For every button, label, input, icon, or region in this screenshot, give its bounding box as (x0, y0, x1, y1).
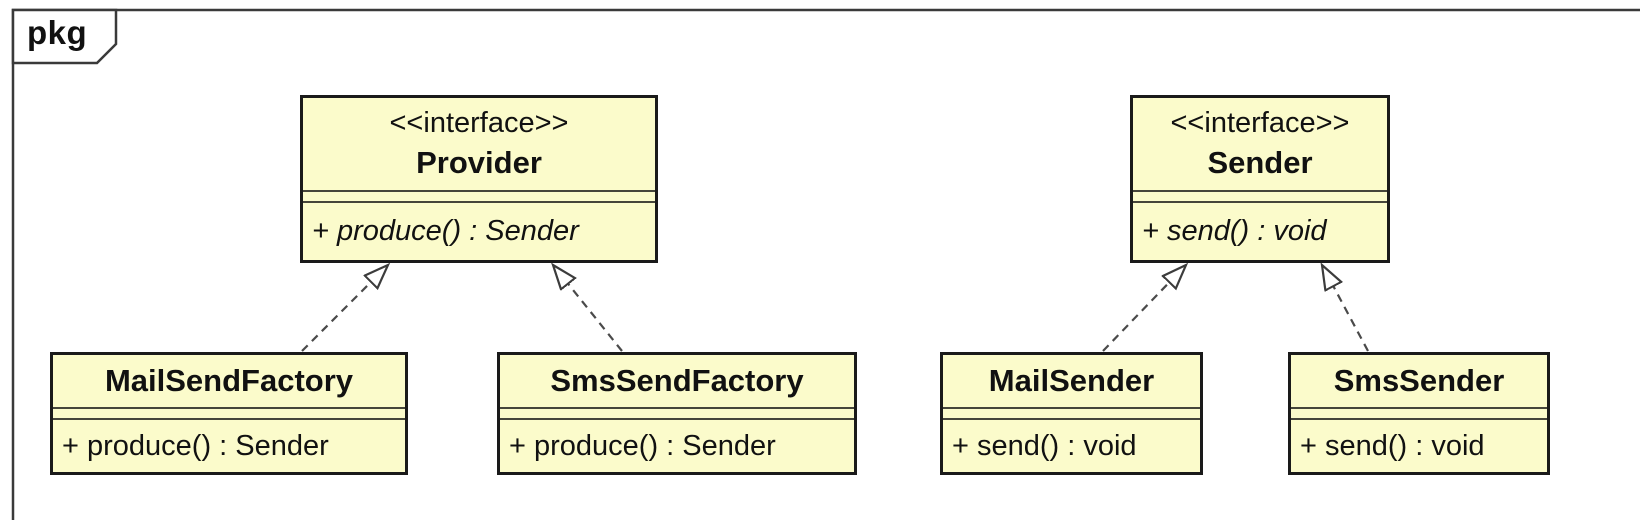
method-label: + send() : void (952, 429, 1137, 462)
realization-arrow-smssendfactory-provider (553, 265, 623, 352)
package-label: pkg (27, 14, 88, 51)
attributes-compartment (303, 189, 655, 203)
class-name: SmsSendFactory (550, 362, 804, 398)
class-title-sender: <<interface>> Sender (1133, 98, 1387, 190)
class-title-smssendfactory: SmsSendFactory (500, 355, 854, 407)
class-name: SmsSender (1333, 362, 1505, 398)
attributes-compartment (1291, 407, 1547, 420)
stereotype-label: <<interface>> (1170, 106, 1350, 139)
attributes-compartment (943, 407, 1200, 420)
class-name: MailSender (988, 362, 1155, 398)
attributes-compartment (1133, 189, 1387, 203)
realization-arrow-mailsender-sender (1102, 265, 1186, 352)
method-label: + produce() : Sender (509, 429, 776, 462)
class-title-mailsendfactory: MailSendFactory (53, 355, 405, 407)
class-box-smssender: SmsSender + send() : void (1288, 352, 1550, 475)
realization-arrow-smssender-sender (1322, 265, 1369, 352)
method-label: + produce() : Sender (62, 429, 329, 462)
class-name: MailSendFactory (104, 362, 354, 398)
method-label: + send() : void (1142, 214, 1327, 247)
class-box-smssendfactory: SmsSendFactory + produce() : Sender (497, 352, 857, 475)
stereotype-label: <<interface>> (389, 106, 569, 139)
realization-arrow-mailsendfactory-provider (301, 265, 388, 352)
class-box-provider: <<interface>> Provider + produce() : Sen… (300, 95, 658, 263)
class-box-sender: <<interface>> Sender + send() : void (1130, 95, 1390, 263)
method-label: + produce() : Sender (312, 214, 579, 247)
class-box-mailsendfactory: MailSendFactory + produce() : Sender (50, 352, 408, 475)
class-title-smssender: SmsSender (1291, 355, 1547, 407)
class-title-provider: <<interface>> Provider (303, 98, 655, 190)
class-name: Provider (416, 144, 542, 180)
package-tab (11, 8, 118, 65)
attributes-compartment (500, 407, 854, 420)
class-title-mailsender: MailSender (943, 355, 1200, 407)
class-name: Sender (1207, 144, 1313, 180)
method-label: + send() : void (1300, 429, 1485, 462)
attributes-compartment (53, 407, 405, 420)
class-box-mailsender: MailSender + send() : void (940, 352, 1203, 475)
